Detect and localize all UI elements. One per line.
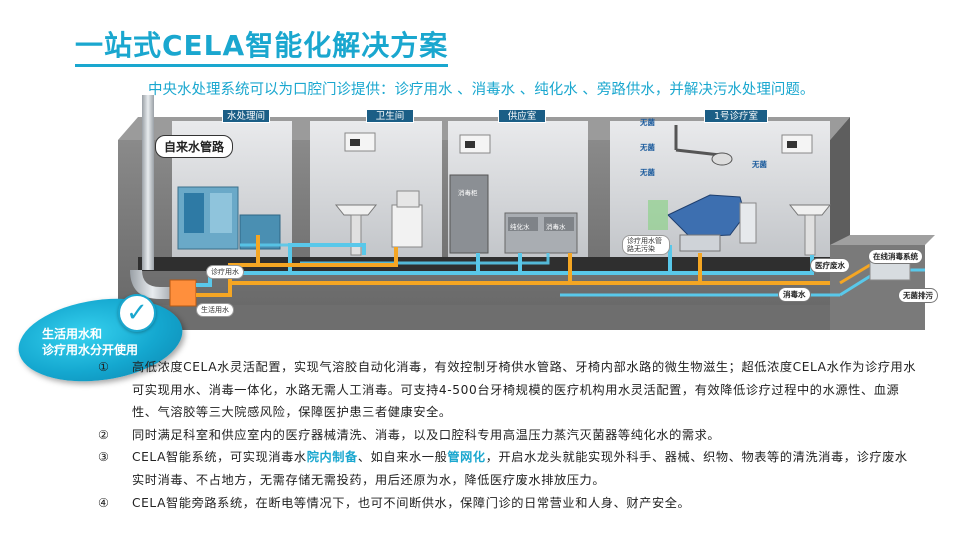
inlet-valve	[169, 279, 197, 307]
basement-top	[830, 235, 935, 245]
sink-basin-toilet	[334, 204, 378, 216]
sink-basin-clinic	[788, 204, 832, 216]
tap-water-riser	[142, 95, 154, 270]
sink-pedestal	[350, 214, 362, 256]
tag-treatment-water: 诊疗用水	[206, 265, 244, 279]
label-clinic-1: 1号诊疗室	[704, 109, 768, 123]
item-number: ④	[98, 495, 110, 510]
label-water-treatment-room: 水处理间	[222, 109, 270, 123]
water-bottle	[648, 200, 668, 230]
label-sterilizer-cabinet: 消毒柜	[458, 189, 478, 197]
label-disinfect-water-sink: 消毒水	[546, 223, 566, 231]
building-cross-section	[118, 95, 935, 330]
tag-online-disinfect-system: 在线消毒系统	[868, 249, 923, 264]
tap-water-elbow	[130, 270, 175, 299]
badge-line-1: 生活用水和	[42, 327, 103, 341]
item-text: CELA智能旁路系统，在断电等情况下，也可不间断供水，保障门诊的日常营业和人身、…	[132, 495, 691, 510]
list-item: ③ CELA智能系统，可实现消毒水院内制备、如自来水一般管网化，开启水龙头就能实…	[98, 446, 918, 491]
sterile-tag-3: 无菌	[640, 168, 655, 177]
toilet-bowl	[391, 204, 423, 248]
filter-tank	[184, 193, 204, 233]
list-item: ② 同时满足科室和供应室内的医疗器械清洗、消毒，以及口腔科专用高温压力蒸汽灭菌器…	[98, 424, 918, 447]
list-item: ① 高低浓度CELA水灵活配置，实现气溶胶自动化消毒，有效控制牙椅供水管路、牙椅…	[98, 356, 918, 424]
dental-lamp-arm	[675, 148, 721, 157]
checkmark-icon: ✓	[118, 294, 156, 332]
tag-medical-wastewater: 医疗废水	[810, 258, 850, 273]
item-text-post: ，开启水龙头就能实现外科手、器械、织物、物表等的清洗消毒，诊疗废水实时消毒、不占…	[132, 450, 908, 487]
sterilizer-cabinet	[449, 174, 489, 254]
control-panel	[210, 193, 232, 233]
tag-clinic-pipe-no-pollution: 诊疗用水管路无污染	[622, 235, 670, 255]
item-number: ②	[98, 427, 110, 442]
highlight-in-house-prep: 院内制备	[306, 450, 358, 465]
tag-sterile-discharge: 无菌排污	[898, 288, 938, 303]
toilet-tank	[396, 190, 420, 208]
item-text: 同时满足科室和供应室内的医疗器械清洗、消毒，以及口腔科专用高温压力蒸汽灭菌器等纯…	[132, 427, 721, 442]
room-toilet	[310, 121, 442, 271]
dental-unit	[739, 202, 757, 244]
label-supply-room: 供应室	[498, 109, 546, 123]
item-text: 高低浓度CELA水灵活配置，实现气溶胶自动化消毒，有效控制牙椅供水管路、牙椅内部…	[132, 360, 917, 420]
sterile-tag-2: 无菌	[640, 143, 655, 152]
dental-lamp	[711, 152, 733, 166]
feature-list: ① 高低浓度CELA水灵活配置，实现气溶胶自动化消毒，有效控制牙椅供水管路、牙椅…	[98, 356, 918, 514]
sink-pedestal-clinic	[804, 214, 816, 256]
callout-tap-water-pipe: 自来水管路	[155, 135, 234, 158]
sterile-tag-4: 无菌	[752, 160, 767, 169]
badge-line-2: 诊疗用水分开使用	[42, 343, 139, 357]
tag-disinfect-water: 消毒水	[778, 287, 811, 302]
item-text: CELA智能系统，可实现消毒水院内制备、如自来水一般管网化，开启水龙头就能实现外…	[132, 446, 918, 491]
item-text-pre: CELA智能系统，可实现消毒水	[132, 450, 307, 465]
highlight-pipe-network: 管网化	[447, 450, 486, 465]
page-title: 一站式CELA智能化解决方案	[75, 28, 449, 67]
separation-badge-text: 生活用水和 诊疗用水分开使用	[42, 326, 142, 358]
item-text-mid: 、如自来水一般	[357, 450, 448, 465]
water-system-diagram: 水处理间 卫生间 供应室 1号诊疗室 自来水管路 消毒柜 纯化水 消毒水 无菌 …	[0, 95, 960, 345]
list-item: ④ CELA智能旁路系统，在断电等情况下，也可不间断供水，保障门诊的日常营业和人…	[98, 492, 918, 515]
page-subtitle: 中央水处理系统可以为口腔门诊提供：诊疗用水 、消毒水 、纯化水 、旁路供水，并解…	[148, 82, 815, 98]
label-pure-water: 纯化水	[510, 223, 530, 231]
item-number: ③	[98, 450, 110, 465]
item-number: ①	[98, 360, 110, 374]
sterile-tag-1: 无菌	[640, 118, 655, 127]
dental-chair-base	[679, 234, 721, 252]
tag-living-water: 生活用水	[196, 303, 234, 317]
label-toilet: 卫生间	[366, 109, 414, 123]
building-base	[118, 305, 830, 330]
